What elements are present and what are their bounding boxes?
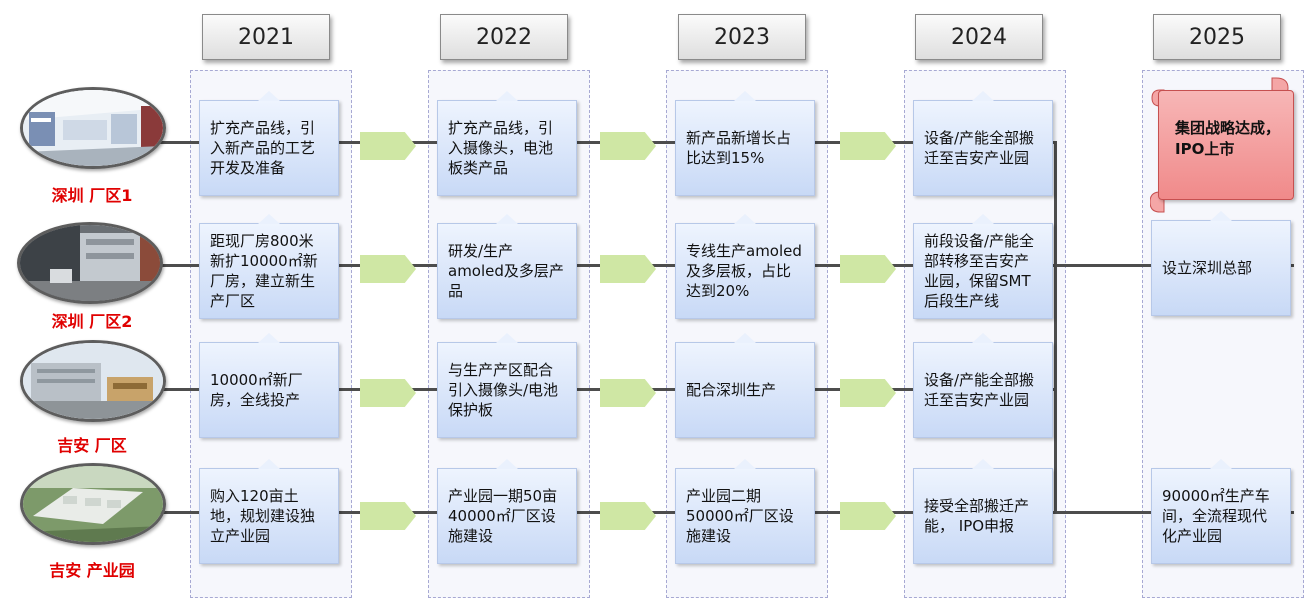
flow-arrow xyxy=(360,132,416,160)
milestone-text: 配合深圳生产 xyxy=(686,381,777,399)
year-label: 2024 xyxy=(951,24,1007,50)
year-label: 2021 xyxy=(238,24,294,50)
site-photo-jian-factory xyxy=(20,340,166,422)
milestone-text: 90000㎡生产车间，全流程现代化产业园 xyxy=(1162,487,1270,545)
site-label: 吉安 产业园 xyxy=(49,561,135,580)
milestone-text: 与生产产区配合引入摄像头/电池保护板 xyxy=(448,361,559,419)
milestone-card: 新产品新增长占比达到15% xyxy=(675,91,815,196)
milestone-text: 产业园二期50000㎡厂区设施建设 xyxy=(686,487,794,545)
strategic-goal-banner xyxy=(1158,90,1294,200)
flow-arrow xyxy=(600,502,656,530)
milestone-text: 研发/生产amoled及多层产品 xyxy=(448,242,564,300)
site-label: 深圳 厂区2 xyxy=(51,312,133,331)
year-label: 2025 xyxy=(1189,24,1245,50)
year-header-2023: 2023 xyxy=(678,14,806,60)
flow-arrow xyxy=(840,502,896,530)
milestone-card: 设立深圳总部 xyxy=(1151,211,1291,316)
milestone-card: 接受全部搬迁产能， IPO申报 xyxy=(913,459,1053,564)
site-label: 吉安 厂区 xyxy=(57,436,127,455)
flow-arrow xyxy=(360,379,416,407)
site-photo-shenzhen-1 xyxy=(20,87,166,169)
milestone-card: 产业园一期50亩40000㎡厂区设施建设 xyxy=(437,459,577,564)
milestone-card: 90000㎡生产车间，全流程现代化产业园 xyxy=(1151,459,1291,564)
merge-line xyxy=(1054,141,1057,514)
strategic-goal-text: 集团战略达成，IPO上市 xyxy=(1175,119,1281,158)
milestone-text: 设立深圳总部 xyxy=(1162,259,1253,277)
year-header-2025: 2025 xyxy=(1153,14,1281,60)
year-label: 2023 xyxy=(714,24,770,50)
flow-arrow xyxy=(600,132,656,160)
milestone-card: 专线生产amoled及多层板，占比达到20% xyxy=(675,214,815,319)
milestone-card: 距现厂房800米新扩10000㎡新厂房，建立新生产厂区 xyxy=(199,214,339,319)
milestone-text: 接受全部搬迁产能， IPO申报 xyxy=(924,497,1030,535)
year-header-2022: 2022 xyxy=(440,14,568,60)
milestone-card: 前段设备/产能全部转移至吉安产业园，保留SMT后段生产线 xyxy=(913,214,1053,319)
milestone-text: 扩充产品线，引入摄像头，电池板类产品 xyxy=(448,119,554,177)
milestone-text: 前段设备/产能全部转移至吉安产业园，保留SMT后段生产线 xyxy=(924,232,1035,310)
milestone-text: 10000㎡新厂房，全线投产 xyxy=(210,371,303,409)
milestone-text: 设备/产能全部搬迁至吉安产业园 xyxy=(924,371,1035,409)
flow-arrow xyxy=(360,502,416,530)
milestone-card: 配合深圳生产 xyxy=(675,333,815,438)
milestone-text: 设备/产能全部搬迁至吉安产业园 xyxy=(924,129,1035,167)
milestone-card: 与生产产区配合引入摄像头/电池保护板 xyxy=(437,333,577,438)
site-photo-jian-park xyxy=(20,463,166,545)
milestone-text: 专线生产amoled及多层板，占比达到20% xyxy=(686,242,802,300)
flow-arrow xyxy=(840,132,896,160)
milestone-card: 扩充产品线，引入摄像头，电池板类产品 xyxy=(437,91,577,196)
milestone-card: 10000㎡新厂房，全线投产 xyxy=(199,333,339,438)
flow-arrow xyxy=(600,379,656,407)
flow-arrow xyxy=(840,379,896,407)
flow-arrow xyxy=(360,255,416,283)
year-label: 2022 xyxy=(476,24,532,50)
milestone-card: 设备/产能全部搬迁至吉安产业园 xyxy=(913,333,1053,438)
site-label: 深圳 厂区1 xyxy=(51,186,133,205)
year-header-2021: 2021 xyxy=(202,14,330,60)
milestone-card: 扩充产品线，引入新产品的工艺开发及准备 xyxy=(199,91,339,196)
flow-arrow xyxy=(600,255,656,283)
milestone-text: 距现厂房800米新扩10000㎡新厂房，建立新生产厂区 xyxy=(210,232,318,310)
milestone-card: 设备/产能全部搬迁至吉安产业园 xyxy=(913,91,1053,196)
flow-arrow xyxy=(840,255,896,283)
year-header-2024: 2024 xyxy=(915,14,1043,60)
milestone-card: 产业园二期50000㎡厂区设施建设 xyxy=(675,459,815,564)
milestone-card: 研发/生产amoled及多层产品 xyxy=(437,214,577,319)
milestone-text: 产业园一期50亩40000㎡厂区设施建设 xyxy=(448,487,558,545)
milestone-text: 扩充产品线，引入新产品的工艺开发及准备 xyxy=(210,119,316,177)
milestone-text: 新产品新增长占比达到15% xyxy=(686,129,792,167)
site-photo-shenzhen-2 xyxy=(17,222,163,304)
milestone-text: 购入120亩土地，规划建设独立产业园 xyxy=(210,487,316,545)
milestone-card: 购入120亩土地，规划建设独立产业园 xyxy=(199,459,339,564)
